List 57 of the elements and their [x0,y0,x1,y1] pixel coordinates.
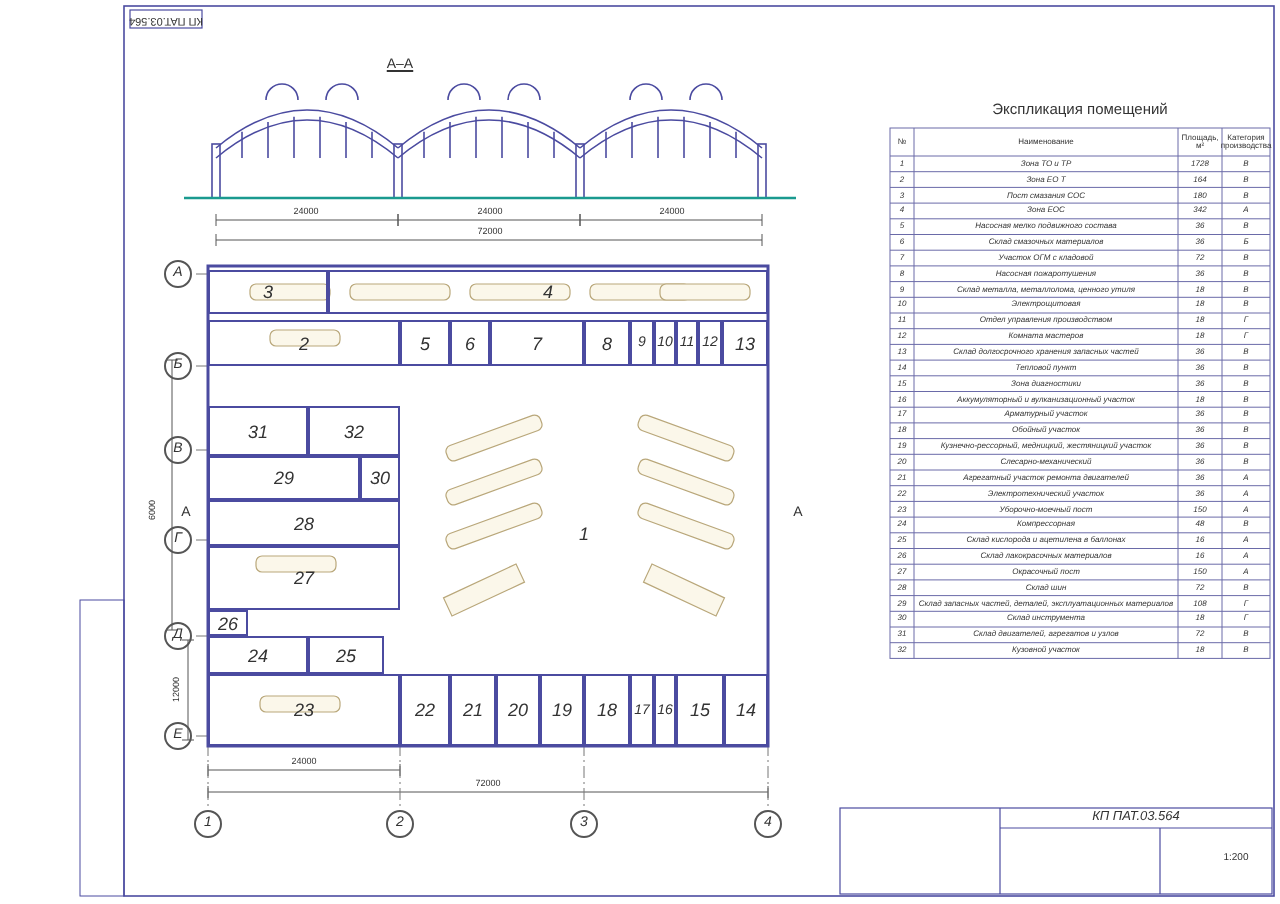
room-number: 27 [293,568,314,588]
room-number: 18 [596,700,617,720]
room-outline [208,500,400,546]
room-number: 13 [734,333,755,353]
room-outline [584,674,630,746]
room-outline [208,610,248,636]
room-outline [400,320,450,366]
room-number: 32 [343,421,364,441]
room-number: 15 [689,700,710,720]
room-outline [208,546,400,610]
room-number: 7 [531,333,542,353]
room-outline [722,320,768,366]
room-outline [208,636,308,674]
room-number: 19 [551,700,572,720]
room-number: 6 [464,333,475,353]
room-number: 2 [298,333,309,353]
room-number: 30 [369,468,390,488]
room-outline [208,320,400,366]
room-number: 24 [247,645,268,665]
room-number: 29 [273,468,294,488]
room-outline [584,320,630,366]
room-outline [208,270,328,314]
room-outline [328,270,768,314]
room-number: 23 [293,700,314,720]
room-outline [676,320,698,366]
room-number: 14 [735,700,756,720]
room-number: 26 [217,613,238,633]
room-outline [724,674,768,746]
room-outline [676,674,724,746]
room-outline [540,674,584,746]
room-outline [308,406,400,456]
room-outline [698,320,722,366]
room-number: 31 [247,421,268,441]
room-number: 4 [542,282,553,302]
room-outline [654,320,676,366]
room-outline [208,674,400,746]
room-number: 20 [507,700,528,720]
room-outline [450,674,496,746]
room-outline [308,636,384,674]
room-number: 25 [335,645,356,665]
room-outline [490,320,584,366]
room-number: 1 [578,523,589,543]
room-outline [400,674,450,746]
room-number: 8 [601,333,612,353]
room-outline [208,456,360,500]
room-outline [630,674,654,746]
room-outline [496,674,540,746]
room-number: 3 [262,282,273,302]
room-number: 5 [419,333,430,353]
room-outline [654,674,676,746]
room-outline [208,406,308,456]
room-outline [630,320,654,366]
room-number: 21 [462,700,483,720]
room-outline [360,456,400,500]
room-number: 22 [414,700,435,720]
room-number: 28 [293,513,314,533]
room-outline [450,320,490,366]
